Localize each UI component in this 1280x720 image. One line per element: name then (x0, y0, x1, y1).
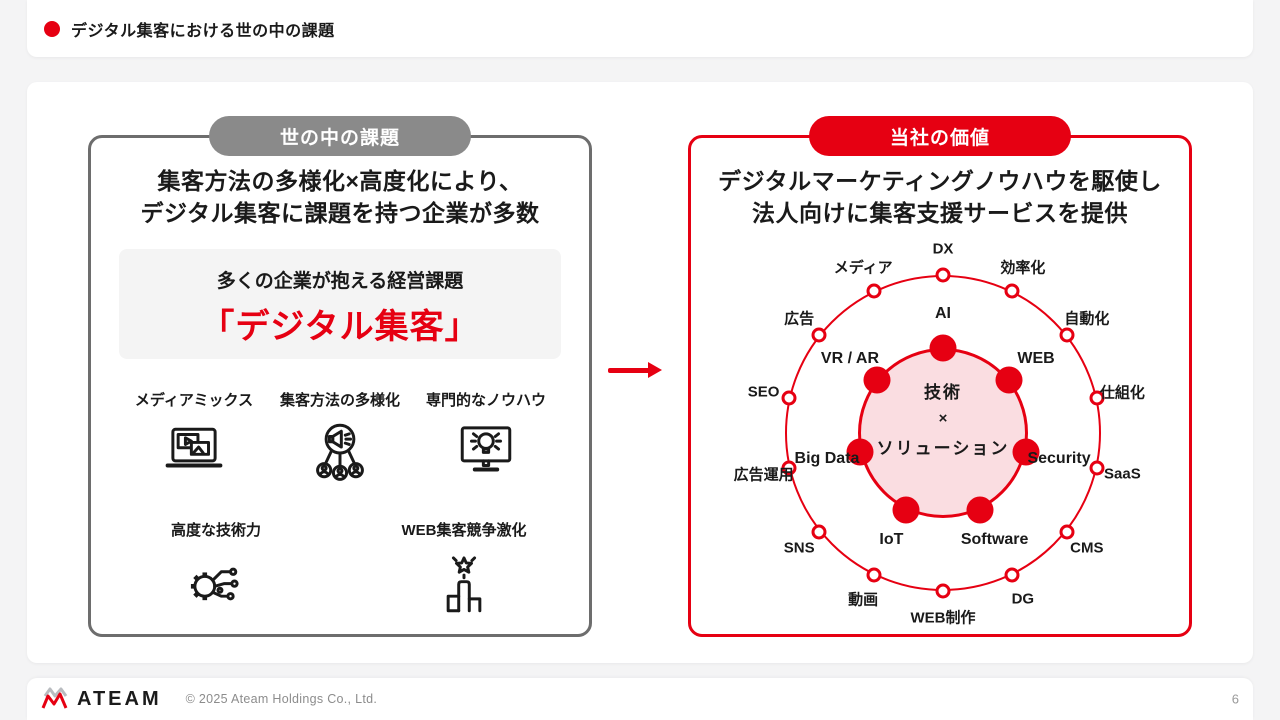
outer-ring-label: 効率化 (1000, 259, 1046, 277)
footer-bar: ATEAM © 2025 Ateam Holdings Co., Ltd. 6 (27, 678, 1253, 720)
bullet-dot-icon (44, 20, 60, 37)
inner-ring-label: AI (935, 305, 951, 322)
copyright-text: © 2025 Ateam Holdings Co., Ltd. (185, 692, 378, 706)
challenge-row-2: 高度な技術力 WEB集客競争激化 (91, 519, 589, 621)
outer-ring-node (811, 327, 827, 342)
inner-ring-label: VR / AR (820, 349, 880, 367)
diagram-center-text: 技術 × ソリューション (876, 383, 1010, 458)
outer-ring-node (1004, 567, 1020, 583)
highlight-caption: 多くの企業が抱える経営課題 (216, 271, 464, 293)
value-badge: 当社の価値 (809, 116, 1071, 156)
outer-ring-node (811, 524, 827, 539)
outer-ring-label: CMS (1070, 539, 1104, 557)
page-title: デジタル集客における世の中の課題 (71, 22, 335, 40)
outer-ring-label: SNS (783, 539, 815, 557)
challenge-label: 高度な技術力 (170, 522, 261, 540)
challenge-item: 高度な技術力 (140, 519, 292, 621)
outer-ring-node (1059, 327, 1075, 342)
header-bar: デジタル集客における世の中の課題 (27, 0, 1253, 57)
inner-ring-label: Big Data (794, 450, 860, 468)
outer-ring-label: 動画 (848, 591, 879, 609)
ateam-logo: ATEAM (40, 687, 162, 711)
outer-ring-node (866, 567, 882, 583)
value-title: デジタルマーケティングノウハウを駆使し 法人向けに集客支援サービスを提供 (718, 168, 1162, 226)
challenge-item: 集客方法の多様化 (267, 389, 413, 491)
flow-arrow-icon (608, 362, 662, 378)
inner-ring-node (929, 334, 957, 362)
inner-ring-node (846, 438, 874, 466)
outer-ring-label: DX (932, 240, 954, 258)
inner-ring-node (1012, 438, 1040, 466)
highlight-headline: 「デジタル集客」 (200, 308, 480, 347)
problem-panel: 世の中の課題 集客方法の多様化×高度化により、 デジタル集客に課題を持つ企業が多… (88, 116, 592, 637)
outer-ring-label: 広告 (784, 310, 815, 328)
challenge-label: 集客方法の多様化 (279, 392, 400, 410)
laptop-media-icon (121, 420, 267, 491)
challenge-item: WEB集客競争激化 (388, 519, 540, 621)
challenge-label: メディアミックス (134, 392, 254, 410)
inner-ring-label: Software (960, 531, 1029, 549)
outer-ring-node (1089, 390, 1105, 406)
outer-ring-label: 仕組化 (1099, 384, 1145, 402)
outer-ring-node (866, 283, 882, 299)
inner-ring-node (966, 496, 994, 524)
outer-ring-node (1059, 524, 1075, 539)
value-panel: 当社の価値 デジタルマーケティングノウハウを駆使し 法人向けに集客支援サービスを… (688, 116, 1192, 637)
ateam-wordmark: ATEAM (77, 687, 162, 710)
star-bars-icon (388, 550, 540, 621)
challenge-row-1: メディアミックス 集客方法の多様化 専門的なノウハウ (91, 389, 589, 491)
challenge-label: WEB集客競争激化 (401, 522, 527, 540)
megaphone-network-icon (267, 420, 413, 491)
inner-ring-label: Security (1027, 450, 1091, 468)
outer-ring-node (781, 460, 797, 476)
slide-body: 世の中の課題 集客方法の多様化×高度化により、 デジタル集客に課題を持つ企業が多… (27, 82, 1253, 663)
highlight-box: 多くの企業が抱える経営課題 「デジタル集客」 (119, 249, 561, 360)
outer-ring-label: 広告運用 (733, 466, 794, 484)
outer-ring-node (935, 267, 951, 283)
challenge-label: 専門的なノウハウ (425, 392, 546, 410)
outer-ring-node (1089, 460, 1105, 476)
inner-ring-node (892, 496, 920, 524)
outer-ring-label: SaaS (1104, 465, 1141, 483)
outer-ring-label: WEB制作 (910, 609, 976, 627)
gear-circuit-icon (140, 550, 292, 621)
inner-ring-label: IoT (879, 531, 904, 549)
problem-badge: 世の中の課題 (209, 116, 471, 156)
outer-ring-label: SEO (747, 383, 780, 401)
page-number: 6 (1231, 691, 1239, 707)
challenge-item: メディアミックス (121, 389, 267, 491)
inner-ring-node (863, 366, 891, 394)
outer-ring-node (1004, 283, 1020, 299)
outer-ring-label: メディア (833, 259, 893, 277)
monitor-idea-icon (413, 420, 559, 491)
inner-ring-node (995, 366, 1023, 394)
inner-ring-label: WEB (1017, 349, 1055, 367)
outer-ring-label: 自動化 (1064, 310, 1110, 328)
challenge-item: 専門的なノウハウ (413, 389, 559, 491)
outer-ring-node (781, 390, 797, 406)
ateam-crown-icon (41, 687, 68, 709)
outer-ring-node (935, 583, 951, 599)
outer-ring-label: DG (1011, 590, 1035, 608)
problem-title: 集客方法の多様化×高度化により、 デジタル集客に課題を持つ企業が多数 (140, 168, 540, 226)
